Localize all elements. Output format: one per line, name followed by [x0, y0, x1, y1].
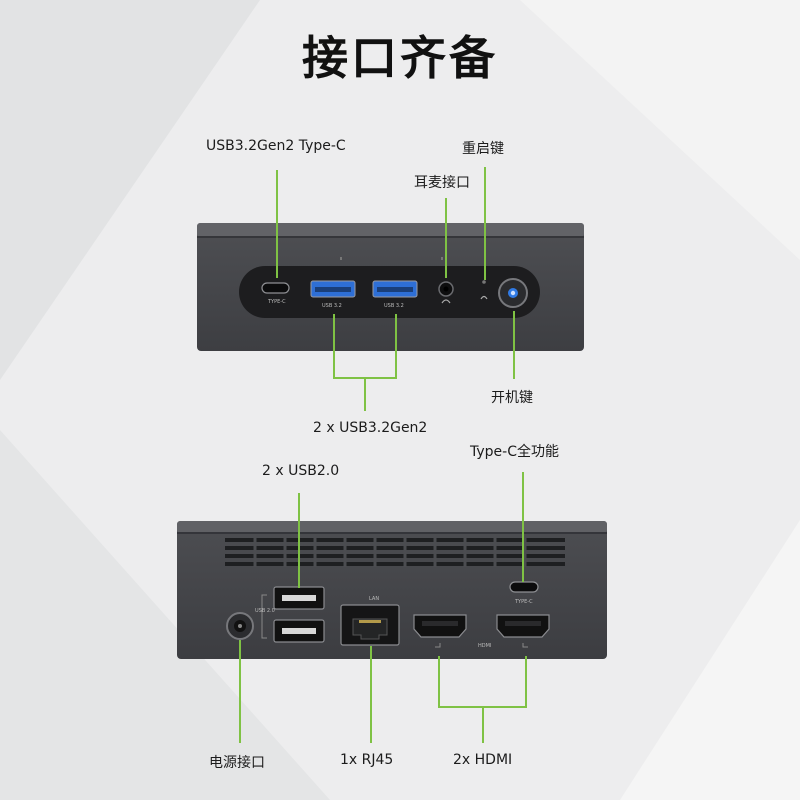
- label-rj45: 1x RJ45: [340, 752, 394, 768]
- label-dc: 电源接口: [209, 755, 265, 771]
- leader-audio: [445, 198, 447, 278]
- front-usb-port-label-2: USB 3.2: [384, 303, 404, 309]
- leader-dc: [239, 640, 241, 743]
- leader-rj45: [370, 646, 372, 743]
- front-device: [197, 223, 584, 351]
- reset-hole: [482, 280, 486, 284]
- leader-rear-typec: [522, 472, 524, 582]
- leader-typec: [276, 170, 278, 278]
- vent-grille: [225, 538, 565, 566]
- label-power: 开机键: [491, 390, 533, 406]
- rear-device: [177, 521, 607, 659]
- leader-hdmi-left: [438, 656, 440, 708]
- label-audio: 耳麦接口: [414, 175, 470, 191]
- rear-typec-port-label: TYPE-C: [515, 599, 533, 605]
- typec-port: [261, 282, 290, 294]
- leader-usb2: [298, 493, 300, 588]
- rear-lan-port-label: LAN: [369, 596, 380, 602]
- page-title: 接口齐备: [302, 31, 498, 85]
- label-usb2: 2 x USB2.0: [262, 463, 340, 479]
- rear-typec-port: [509, 581, 539, 593]
- leader-hdmi-right: [525, 656, 527, 708]
- front-typec-port-label: TYPE-C: [268, 299, 286, 305]
- label-rear-typec: Type-C全功能: [470, 444, 559, 460]
- front-usb-port-label-1: USB 3.2: [322, 303, 342, 309]
- label-front-usb: 2 x USB3.2Gen2: [313, 420, 428, 436]
- rear-usb2-port-label: USB 2.0: [255, 608, 275, 614]
- label-front-typec: USB3.2Gen2 Type-C: [206, 138, 346, 154]
- leader-power: [513, 311, 515, 379]
- leader-usb-right: [395, 314, 397, 379]
- leader-usb-left: [333, 314, 335, 379]
- rear-hdmi-port-label: HDMI: [478, 643, 492, 649]
- label-hdmi: 2x HDMI: [453, 752, 513, 768]
- leader-usb-stem: [364, 377, 366, 411]
- leader-reset: [484, 167, 486, 280]
- label-reset: 重启键: [462, 141, 504, 157]
- leader-hdmi-stem: [482, 706, 484, 743]
